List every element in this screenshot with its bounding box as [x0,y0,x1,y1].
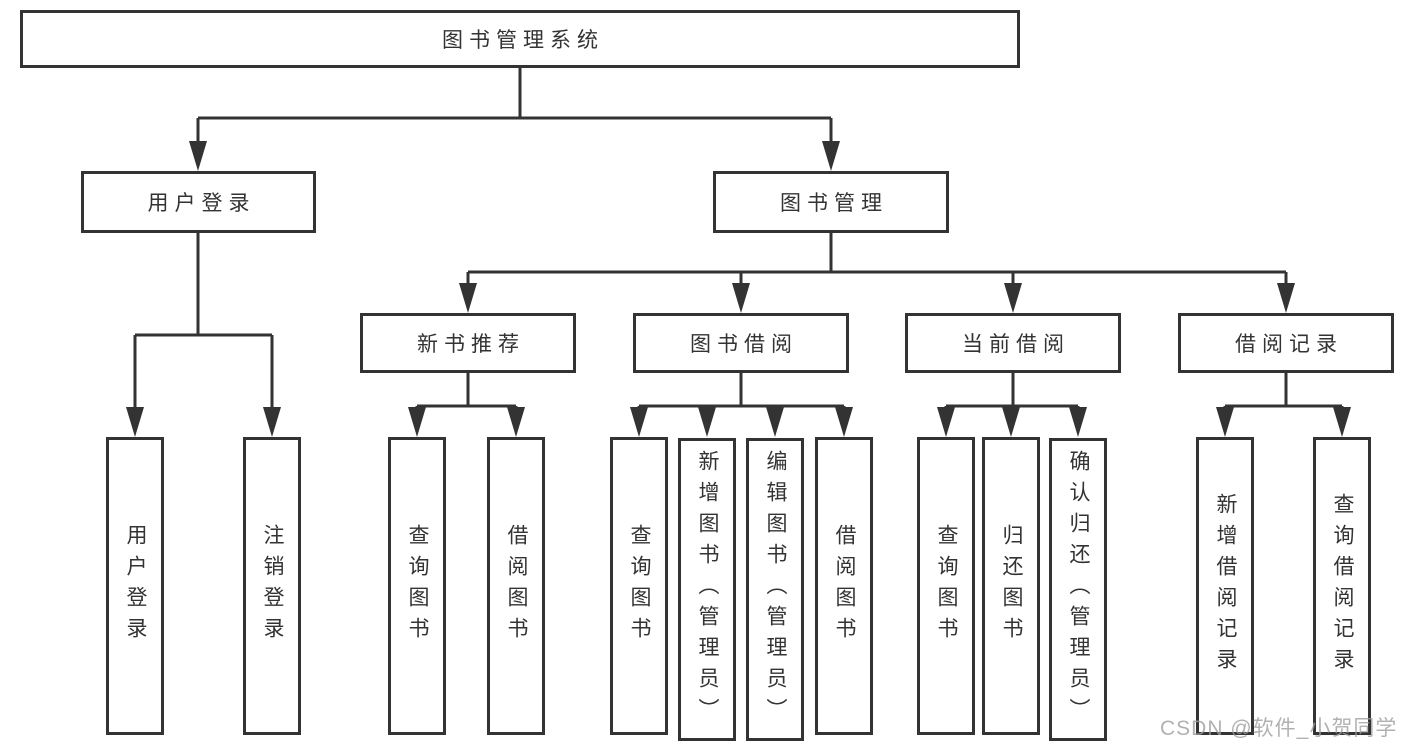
node-label: 新增借阅记录 [1214,493,1237,679]
node-borrow-books-borrow: 借阅图书 [815,437,873,735]
connector-user-login-to-leaves [126,233,281,437]
node-label: 新增图书（管理员） [696,450,719,729]
node-user-login: 用户登录 [81,171,316,233]
arrowhead [1004,283,1022,313]
node-borrow-books-rec: 借阅图书 [487,437,545,735]
node-label: 查询图书 [628,524,651,648]
node-label: 用户登录 [124,524,147,648]
arrowhead [732,283,750,313]
arrowhead [1333,407,1351,437]
node-logout: 注销登录 [243,437,301,735]
arrowhead [937,407,955,437]
connector-borrowing-records-to-leaves [1216,373,1351,437]
arrowhead [459,283,477,313]
arrowhead [822,141,840,171]
node-label: 编辑图书（管理员） [764,450,787,729]
arrowhead [408,407,426,437]
node-label: 借阅记录 [1235,333,1343,356]
arrowhead [263,407,281,437]
arrowhead [766,407,784,437]
node-label: 图书管理系统 [442,29,604,52]
csdn-watermark: CSDN @软件_小贺同学 [1160,717,1398,740]
node-query-books-current: 查询图书 [917,437,975,735]
node-query-borrow-record: 查询借阅记录 [1313,437,1371,735]
node-return-book: 归还图书 [982,437,1040,735]
connector-new-book-rec-to-leaves [408,373,525,437]
node-query-books-borrow: 查询图书 [610,437,668,735]
connector-book-borrowing-to-leaves [630,373,853,437]
arrowhead [189,141,207,171]
connector-root-to-level2 [189,68,840,171]
arrowhead [507,407,525,437]
node-label: 图书管理 [780,192,888,215]
node-label: 查询图书 [935,524,958,648]
node-label: 确认归还（管理员） [1067,450,1090,729]
node-label: 查询借阅记录 [1331,493,1354,679]
node-library-management-system: 图书管理系统 [20,10,1020,68]
arrowhead [1277,283,1295,313]
node-label: 借阅图书 [833,524,856,648]
node-book-borrowing: 图书借阅 [633,313,849,373]
node-user-login-leaf: 用户登录 [106,437,164,735]
arrowhead [630,407,648,437]
node-label: 用户登录 [147,192,256,215]
node-label: 新书推荐 [417,333,525,356]
node-book-management: 图书管理 [713,171,949,233]
node-current-borrowing: 当前借阅 [905,313,1121,373]
connector-current-borrowing-to-leaves [937,373,1087,437]
node-label: 注销登录 [261,524,284,648]
node-add-book-admin: 新增图书（管理员） [678,438,736,741]
node-add-borrow-record: 新增借阅记录 [1196,437,1254,735]
node-borrowing-records: 借阅记录 [1178,313,1394,373]
node-label: 当前借阅 [962,333,1070,356]
arrowhead [698,407,716,437]
node-edit-book-admin: 编辑图书（管理员） [746,438,804,741]
node-confirm-return-admin: 确认归还（管理员） [1049,438,1107,741]
connector-book-management-to-level3 [459,233,1295,313]
node-label: 图书借阅 [690,333,798,356]
node-label: 查询图书 [406,524,429,648]
node-query-books-rec: 查询图书 [388,437,446,735]
node-new-book-recommendation: 新书推荐 [360,313,576,373]
arrowhead [835,407,853,437]
arrowhead [1069,407,1087,437]
arrowhead [126,407,144,437]
arrowhead [1216,407,1234,437]
node-label: 借阅图书 [505,524,528,648]
arrowhead [1002,407,1020,437]
node-label: 归还图书 [1000,524,1023,648]
